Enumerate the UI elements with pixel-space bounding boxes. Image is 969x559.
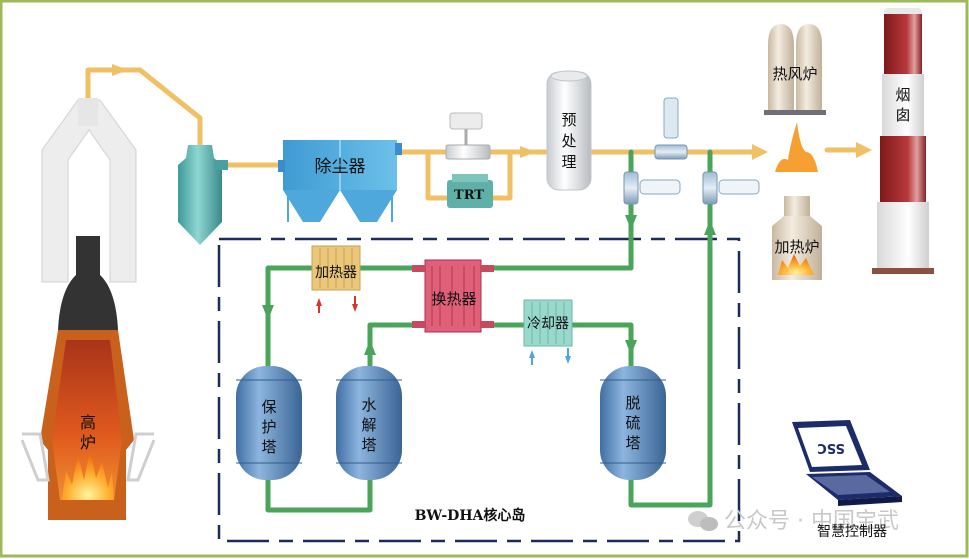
blast-furnace [20, 98, 156, 520]
protection-tower [236, 366, 302, 480]
flow-arrow-up-icon [704, 220, 716, 235]
heater-label: 加热器 [315, 265, 357, 281]
hydrolysis-tower-label-3: 塔 [361, 436, 376, 454]
control-valve-branch-1 [623, 171, 681, 205]
gas-arrow-icon [112, 64, 128, 76]
heating-furnace [772, 196, 822, 280]
chimney-label-2: 囱 [895, 106, 910, 124]
desulfurization-tower-label-3: 塔 [625, 434, 640, 452]
protection-tower-label-2: 护 [261, 418, 276, 436]
hot-blast-stove [764, 24, 826, 115]
laptop-icon[interactable] [792, 420, 902, 506]
laptop-screen-text: SSC [817, 440, 845, 455]
control-valve-main [654, 97, 688, 160]
wechat-icon [688, 511, 718, 531]
gas-arrow-icon [752, 144, 768, 160]
pretreatment-label-2: 处 [561, 132, 576, 150]
hot-blast-stove-label: 热风炉 [772, 65, 817, 83]
heat-exchanger [412, 259, 494, 333]
core-island-border [217, 237, 741, 543]
chimney [872, 8, 934, 274]
hydrolysis-tower-label-1: 水 [361, 396, 376, 414]
dust-remover [278, 140, 402, 222]
smart-controller-label: 智慧控制器 [817, 524, 887, 540]
pretreatment-label-3: 理 [561, 153, 576, 171]
chimney-label-1: 烟 [895, 86, 910, 104]
trt-label: TRT [454, 188, 484, 203]
heat-exchanger-label: 换热器 [431, 290, 476, 308]
watermark-text: 公众号 · 中国宝武 [724, 509, 899, 534]
protection-tower-label-1: 保 [261, 398, 276, 416]
core-island-label: BW-DHA核心岛 [415, 507, 526, 524]
fire-icon [778, 254, 814, 275]
flame-icon [775, 122, 818, 172]
cooler [523, 299, 573, 365]
blast-furnace-label-2: 炉 [80, 433, 96, 452]
desulfurization-tower-label-1: 脱 [625, 394, 640, 412]
protection-tower-label-3: 塔 [261, 438, 276, 456]
flow-arrow-down-icon [625, 215, 637, 230]
pretreatment-vessel [546, 70, 592, 191]
desulfurization-tower [600, 366, 666, 480]
heater [311, 245, 361, 313]
fire-icon [62, 450, 114, 500]
gas-arrow-icon [520, 146, 536, 158]
flow-arrow-down-icon [625, 340, 637, 355]
dust-catcher [178, 145, 228, 245]
flow-arrow-up-icon [364, 340, 376, 355]
desulfurization-tower-label-2: 硫 [625, 414, 640, 432]
control-valve-branch-2 [702, 171, 760, 205]
blast-furnace-label-1: 高 [80, 413, 96, 432]
heating-furnace-label: 加热炉 [774, 238, 819, 256]
flowmeter [445, 112, 491, 160]
hydrolysis-tower-label-2: 解 [361, 416, 376, 434]
pretreatment-label-1: 预 [561, 111, 576, 129]
cooler-label: 冷却器 [527, 316, 569, 332]
hydrolysis-tower [336, 366, 402, 480]
gas-arrow-icon [856, 142, 872, 158]
dust-remover-label: 除尘器 [315, 157, 366, 177]
flow-arrow-down-icon [262, 305, 274, 320]
trt-unit [447, 174, 493, 208]
